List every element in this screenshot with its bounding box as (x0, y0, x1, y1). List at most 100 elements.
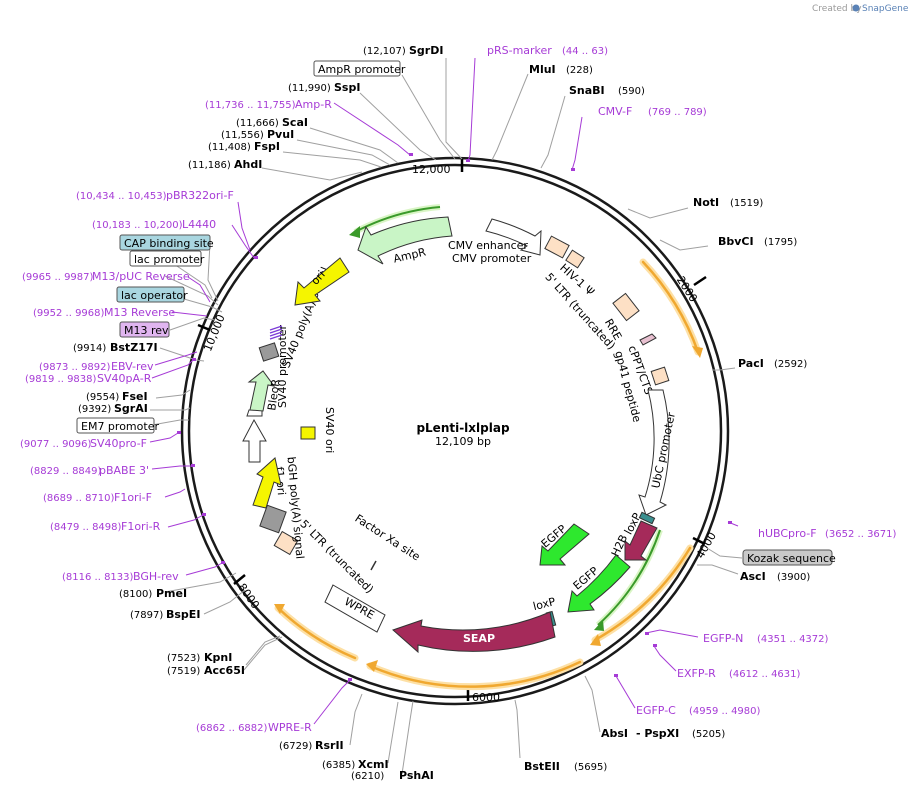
leader-lines (150, 58, 743, 775)
sv40-promoter-label: SV40 promoter (276, 324, 289, 408)
site-pvui-name: PvuI (267, 128, 294, 141)
gp41-box[interactable] (650, 366, 670, 386)
primer-l4440-pos: (10,183 .. 10,200) (92, 220, 183, 231)
loxp-1-marker[interactable] (638, 511, 656, 525)
primer-ebvrev-pos: (9873 .. 9892) (39, 362, 111, 373)
lac-operator-box[interactable] (116, 286, 185, 303)
m13rev-box-label: M13 rev (124, 324, 169, 337)
primer-egfpn-name: EGFP-N (703, 632, 743, 645)
loxp-2-label: loxP (532, 595, 557, 613)
hiv-psi-box[interactable] (565, 249, 585, 269)
site-mlui-pos: (228) (566, 65, 593, 76)
site-bspei-pos: (7897) (130, 610, 163, 621)
sv40-promoter-arrow[interactable] (242, 418, 267, 463)
site-rsrii-pos: (6729) (279, 741, 312, 752)
site-pmei-name: PmeI (156, 587, 187, 600)
kozak-box[interactable] (742, 549, 833, 566)
ampr-promoter-box[interactable] (313, 60, 401, 77)
rre-box[interactable] (612, 292, 640, 322)
bleor-label: BleoR (265, 378, 282, 412)
site-bbvci-pos: (1795) (764, 237, 797, 248)
site-noti-pos: (1519) (730, 198, 763, 209)
factor-xa-line (370, 560, 377, 571)
site-sgrdi-name: SgrDI (409, 44, 443, 57)
primer-pbr322-pos: (10,434 .. 10,453) (76, 191, 167, 202)
site-sspi-name: SspI (334, 81, 360, 94)
site-fsei-pos: (9554) (86, 392, 119, 403)
site-sspi-pos: (11,990) (288, 83, 331, 94)
site-bspei-name: BspEI (166, 608, 200, 621)
site-noti-name: NotI (693, 196, 719, 209)
ubc-promoter-arrow[interactable] (638, 389, 670, 516)
cppt-cts-arrow[interactable] (639, 333, 657, 346)
site-bsteii-pos: (5695) (574, 762, 607, 773)
egfp-2-arrow[interactable] (567, 554, 631, 613)
primer-ampr-pos: (11,736 .. 11,755) (205, 100, 296, 111)
site-scai-pos: (11,666) (236, 118, 279, 129)
site-asci-name: AscI (740, 570, 766, 583)
sv40-polya-stripes (269, 325, 283, 340)
orf-arcs (274, 258, 703, 691)
cap-box[interactable] (119, 234, 211, 251)
ampr-feature-arrow[interactable] (357, 216, 453, 265)
site-acc65i-pos: (7519) (167, 666, 200, 677)
ampr-promoter-label: AmpR promoter (318, 63, 406, 76)
site-rsrii-name: RsrII (315, 739, 344, 752)
cmv-enhancer-arrow[interactable] (485, 218, 542, 256)
wpre-box[interactable] (324, 584, 386, 633)
cap-label: CAP binding site (124, 237, 214, 250)
primer-f1orir-pos: (8479 .. 8498) (50, 522, 122, 533)
site-pmei-pos: (8100) (119, 589, 152, 600)
plasmid-name: pLenti-lxlplap (416, 421, 510, 435)
site-kpni-pos: (7523) (167, 653, 200, 664)
seap-arrow[interactable] (392, 611, 556, 654)
sv40-ori-box[interactable] (300, 426, 316, 440)
primer-ampr-name: Amp-R (295, 98, 332, 111)
site-paci-name: PacI (738, 357, 764, 370)
kozak-label: Kozak sequence (747, 552, 836, 565)
primer-hubc-name: hUBCpro-F (758, 527, 817, 540)
primer-l4440-name: L4440 (182, 218, 216, 231)
h2b-arrow[interactable] (624, 520, 658, 561)
scale-ticks (197, 159, 707, 701)
lac-promoter-label: lac promoter (134, 253, 205, 266)
bleor-arrow[interactable] (247, 370, 276, 412)
ampr-label: AmpR (392, 245, 427, 265)
ori-arrow[interactable] (294, 257, 350, 306)
credit-prefix: Created by (812, 4, 862, 14)
primer-site-markers (177, 153, 732, 681)
f1-ori-arrow[interactable] (252, 457, 282, 509)
lac-operator-label: lac operator (121, 289, 188, 302)
tick-label-6000: 6000 (472, 691, 500, 704)
site-absi-name: AbsI (601, 727, 628, 740)
ltr-5-box[interactable] (544, 235, 570, 259)
primer-sv40prof-pos: (9077 .. 9096) (20, 439, 92, 450)
ltr-5b-box[interactable] (273, 530, 299, 556)
sv40-polya-box[interactable] (258, 342, 280, 362)
site-mlui-name: MluI (529, 63, 556, 76)
site-bsteii-name: BstEII (524, 760, 560, 773)
site-snabi-name: SnaBI (569, 84, 605, 97)
factor-xa-label: Factor Xa site (352, 512, 422, 564)
site-scai-name: ScaI (282, 116, 308, 129)
seap-label: SEAP (463, 632, 495, 645)
bgh-polya-box[interactable] (259, 504, 287, 534)
backbone (180, 156, 730, 706)
site-bstz17i-name: BstZ17I (110, 341, 158, 354)
site-fspi-pos: (11,408) (208, 142, 251, 153)
m13rev-box[interactable] (119, 321, 170, 338)
primer-exfpr-pos: (4612 .. 4631) (729, 669, 801, 680)
plasmid-size: 12,109 bp (435, 435, 491, 448)
site-fsei-name: FseI (122, 390, 148, 403)
site-pshai-name: PshAI (399, 769, 434, 782)
egfp-1-arrow[interactable] (539, 523, 590, 566)
lac-promoter-box[interactable] (129, 250, 202, 267)
primer-prs-pos: (44 .. 63) (562, 46, 608, 57)
primer-prs-name: pRS-marker (487, 44, 552, 57)
site-sgrdi-pos: (12,107) (363, 46, 406, 57)
site-ahdi-pos: (11,186) (188, 160, 231, 171)
em7-box[interactable] (76, 417, 155, 434)
site-ahdi-name: AhdI (234, 158, 262, 171)
primer-bghrev-pos: (8116 .. 8133) (62, 572, 134, 583)
